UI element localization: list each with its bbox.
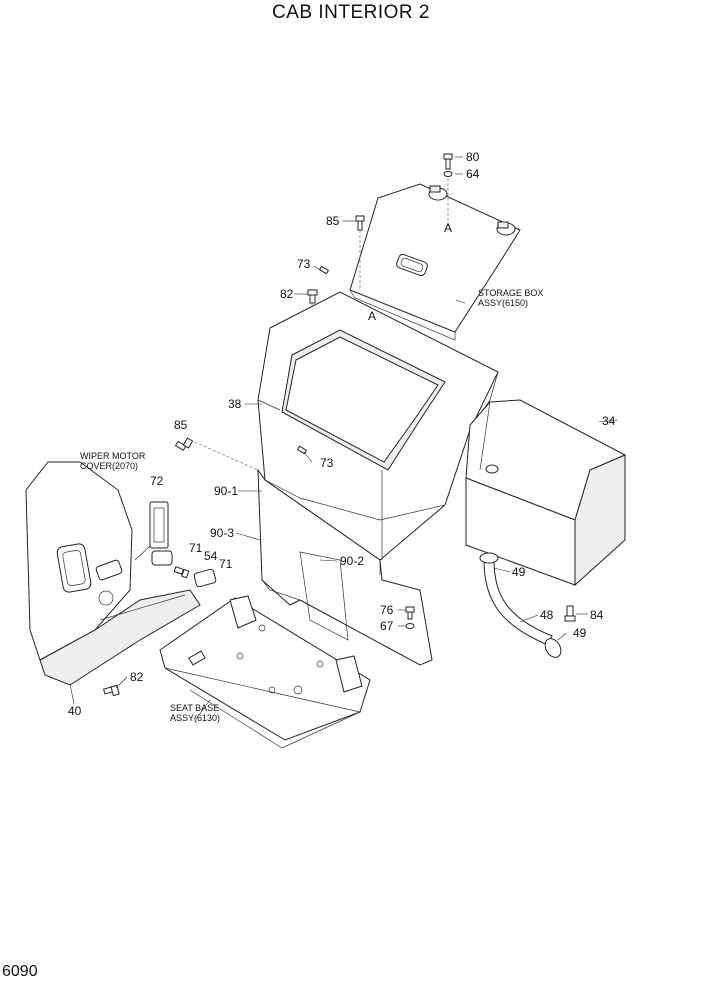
callout-numbers: 80 64 85 A 73 82 A 38 85 73 34 72 90-1 9… [68, 150, 616, 718]
part-71-a [151, 550, 173, 566]
pin-73-top-icon [318, 265, 330, 275]
rear-panel-38 [257, 291, 499, 561]
callout-34: 34 [602, 414, 616, 428]
callout-71-b: 71 [219, 557, 233, 571]
callout-85-mid: 85 [174, 418, 188, 432]
storage-box-label-line2: ASSY(6150) [478, 298, 528, 308]
page-title: CAB INTERIOR 2 [272, 2, 430, 23]
callout-38: 38 [228, 397, 242, 411]
page-number: 6090 [2, 963, 38, 980]
callout-49-a: 49 [512, 565, 526, 579]
bolt-54-icon [173, 566, 190, 579]
callout-a-panel: A [368, 309, 376, 323]
seat-base-label-line2: ASSY(6130) [170, 713, 220, 723]
leader-lines [69, 156, 619, 720]
bolt-76-icon [405, 606, 415, 620]
storage-box-label-line1: STORAGE BOX [478, 288, 543, 298]
callout-82-bottom: 82 [130, 670, 144, 684]
washer-64-icon [443, 171, 453, 177]
seat-base-label-line1: SEAT BASE [170, 703, 219, 713]
callout-90-1: 90-1 [214, 484, 238, 498]
assembly-labels: STORAGE BOX ASSY(6150) WIPER MOTOR COVER… [80, 288, 543, 723]
wiper-cover-label-line1: WIPER MOTOR [80, 451, 146, 461]
callout-84: 84 [590, 608, 604, 622]
washer-67-icon [405, 623, 415, 629]
callout-80: 80 [466, 150, 480, 164]
callout-54: 54 [204, 549, 218, 563]
bolt-85-top-icon [355, 215, 365, 231]
bolt-85-mid-icon [174, 437, 194, 451]
callout-67: 67 [380, 619, 394, 633]
wiper-cover-label-line2: COVER(2070) [80, 461, 138, 471]
callout-90-3: 90-3 [210, 526, 234, 540]
callout-73-top: 73 [297, 257, 311, 271]
bolt-84-icon [564, 605, 576, 622]
part-71-b [193, 568, 217, 588]
callout-48: 48 [540, 608, 554, 622]
callout-71-a: 71 [189, 541, 203, 555]
side-panels-90 [257, 468, 433, 666]
seat-base-assy [159, 595, 371, 749]
callout-40: 40 [68, 704, 82, 718]
callout-72: 72 [150, 474, 164, 488]
bolt-82-top-icon [307, 289, 318, 304]
callout-a-lid: A [444, 221, 452, 235]
callout-64: 64 [466, 167, 480, 181]
callout-49-b: 49 [573, 626, 587, 640]
wiper-motor-cover-40 [25, 461, 201, 686]
callout-82-top: 82 [280, 287, 294, 301]
callout-90-2: 90-2 [340, 554, 364, 568]
callout-85-top: 85 [326, 214, 340, 228]
storage-box-34 [465, 399, 627, 587]
callout-73-mid: 73 [320, 456, 334, 470]
bolt-80-icon [443, 153, 453, 170]
storage-box-lid [349, 183, 521, 341]
hose-48 [479, 552, 562, 658]
bolt-82-bottom-icon [103, 684, 120, 697]
part-72 [149, 501, 169, 549]
callout-76: 76 [380, 603, 394, 617]
